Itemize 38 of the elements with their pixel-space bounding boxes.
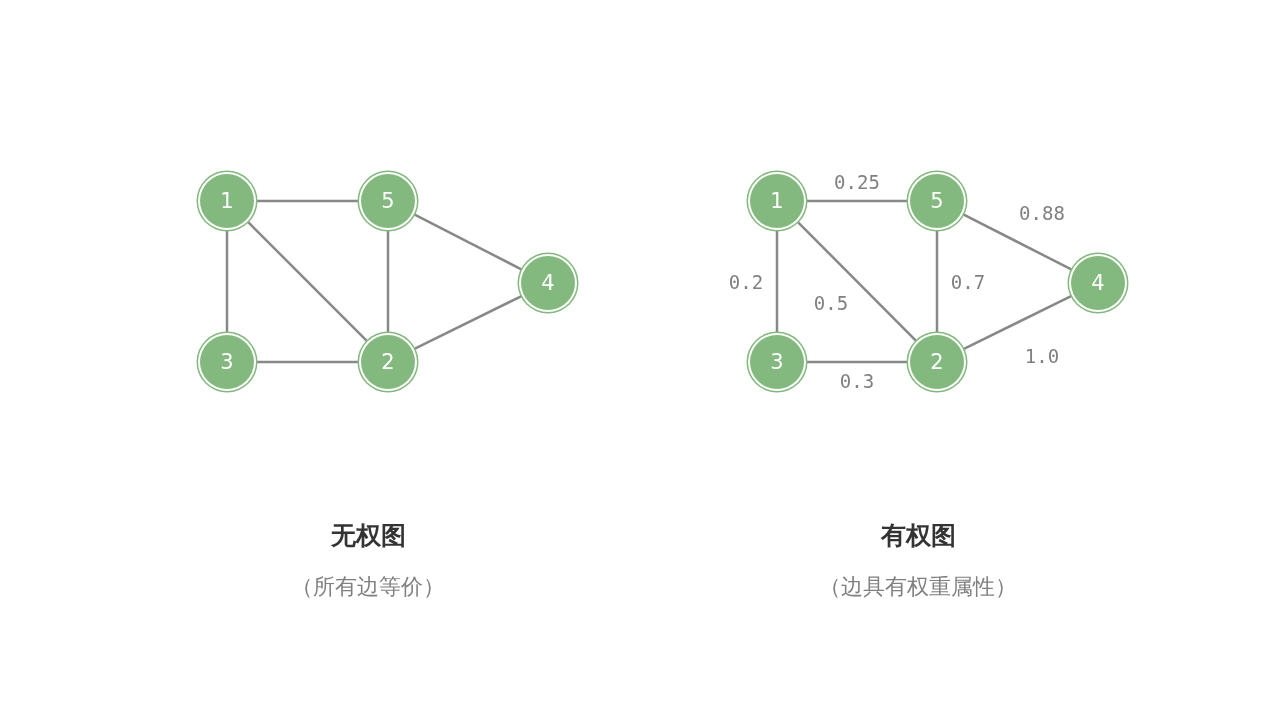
graph-subtitle: （所有边等价） [291,573,445,601]
vertex-number: 2 [381,350,395,374]
vertex-number: 5 [381,189,395,213]
vertex-circle [200,174,254,228]
vertex-circle [1071,256,1125,310]
vertex-circle [361,335,415,389]
edge-line [963,213,1072,271]
edge-line [247,221,368,342]
vertex-number: 3 [770,350,784,374]
edge-line [797,221,917,342]
edge-line [225,231,229,332]
edge-line [935,231,939,332]
edge-line [807,199,907,203]
vertex-circle [910,174,964,228]
edge-line [257,360,358,364]
graph-subtitle: （边具有权重属性） [819,573,1017,601]
vertex-number: 3 [220,350,234,374]
edge-line [257,199,358,203]
vertex-number: 1 [770,189,784,213]
vertex-number: 4 [541,271,555,295]
vertex-number: 5 [930,189,944,213]
vertex-circle [200,335,254,389]
edge-line [414,295,522,350]
vertex-circle [910,335,964,389]
vertex-number: 1 [220,189,234,213]
edge-line [775,231,779,332]
edge-line [386,231,390,332]
graph-title: 无权图 [330,519,406,552]
vertex-circle [521,256,575,310]
vertex-circle [361,174,415,228]
vertex-number: 2 [930,350,944,374]
edge-line [963,295,1072,350]
edge-line [807,360,907,364]
vertex-circle [750,335,804,389]
vertex-number: 4 [1091,271,1105,295]
vertex-circle [750,174,804,228]
graph-title: 有权图 [880,519,956,552]
edge-line [414,213,522,271]
